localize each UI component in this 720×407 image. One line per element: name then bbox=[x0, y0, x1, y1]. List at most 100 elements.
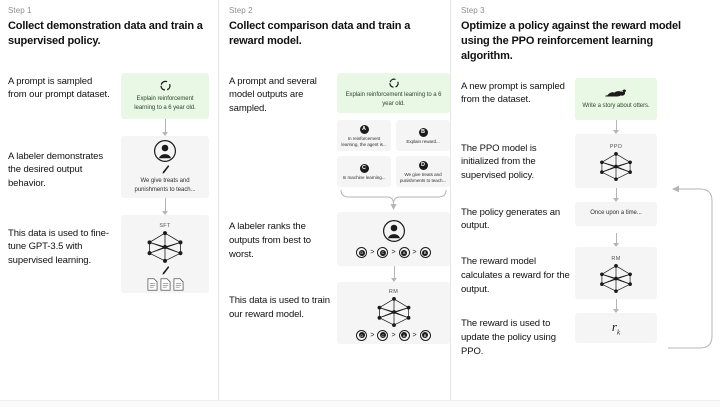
model-outputs-grid: A In reinforcement learning, the agent i… bbox=[337, 119, 450, 187]
step-3-caption-0: A new prompt is sampled from the dataset… bbox=[461, 80, 565, 106]
rank-separator: > bbox=[412, 331, 417, 339]
output-card-c: C In machine learning... bbox=[337, 155, 391, 187]
rank-badge-1: D bbox=[356, 329, 368, 341]
step-2-flow: A prompt and several model outputs are s… bbox=[229, 72, 450, 344]
output-card-d: D We give treats and punishments to teac… bbox=[396, 155, 450, 187]
step-3-caption-1: The PPO model is initialized from the su… bbox=[461, 142, 537, 182]
step-3-caption-4: The reward is used to update the policy … bbox=[461, 318, 556, 357]
step-1-caption-0: A prompt is sampled from our prompt data… bbox=[8, 75, 110, 101]
update-arrow-icon bbox=[664, 174, 716, 364]
rm-ranking-row: D > C > A > B bbox=[356, 329, 431, 341]
step-1-row-prompt: A prompt is sampled from our prompt data… bbox=[8, 72, 218, 119]
bottom-divider bbox=[0, 400, 720, 407]
step-1-label: Step 1 bbox=[8, 6, 32, 15]
neural-network-icon bbox=[373, 296, 415, 328]
labeler-card-text: We give treats and punishments to teach.… bbox=[134, 177, 196, 193]
badge-a: A bbox=[359, 124, 369, 134]
ranking-card: D > C > A > B bbox=[337, 211, 450, 266]
rank-separator: > bbox=[370, 249, 375, 257]
arrow-down bbox=[613, 299, 619, 314]
step-3-label: Step 3 bbox=[461, 6, 485, 15]
step-2-row-prompt: A prompt and several model outputs are s… bbox=[229, 72, 450, 116]
badge-d: D bbox=[418, 160, 428, 170]
recycle-icon bbox=[388, 77, 400, 89]
arrow-down bbox=[613, 233, 619, 248]
arrow-down bbox=[162, 197, 168, 215]
step-1-caption-2: This data is used to fine-tune GPT-3.5 w… bbox=[8, 227, 109, 267]
rank-badge-4: B bbox=[419, 329, 431, 341]
generated-output-card: Once upon a time... bbox=[575, 201, 657, 226]
arrow-down bbox=[391, 265, 397, 282]
output-card-a: A In reinforcement learning, the agent i… bbox=[337, 119, 391, 151]
badge-c: C bbox=[359, 164, 369, 174]
step-2-row-rm: This data is used to train our reward mo… bbox=[229, 281, 450, 344]
step-3-row-prompt: A new prompt is sampled from the dataset… bbox=[461, 77, 720, 120]
rank-separator: > bbox=[412, 249, 417, 257]
step-2-caption-2: This data is used to train our reward mo… bbox=[229, 294, 330, 320]
labeler-card: We give treats and punishments to teach.… bbox=[121, 135, 209, 198]
step-2-label: Step 2 bbox=[229, 6, 253, 15]
step-3-caption-3: The reward model calculates a reward for… bbox=[461, 256, 570, 295]
neural-network-icon bbox=[596, 263, 636, 294]
badge-b: B bbox=[418, 128, 428, 138]
arrow-down bbox=[162, 118, 168, 136]
step-2-caption-1: A labeler ranks the outputs from best to… bbox=[229, 220, 311, 260]
step-1-row-labeler: A labeler demonstrates the desired outpu… bbox=[8, 135, 218, 198]
step-2-row-outputs: A In reinforcement learning, the agent i… bbox=[229, 119, 450, 210]
ppo-tag: PPO bbox=[609, 143, 623, 150]
pencil-icon bbox=[161, 164, 170, 175]
sft-model-card: SFT bbox=[121, 214, 209, 293]
prompt-card: Write a story about otters. bbox=[575, 77, 657, 120]
step-1-flow: A prompt is sampled from our prompt data… bbox=[8, 72, 218, 293]
prompt-card-text: Explain reinforcement learning to a 6 ye… bbox=[345, 91, 442, 107]
step-3-column: Step 3 Optimize a policy against the rew… bbox=[450, 0, 720, 400]
neural-network-icon bbox=[143, 230, 187, 264]
step-2-row-ranking: A labeler ranks the outputs from best to… bbox=[229, 211, 450, 266]
output-text-d: We give treats and punishments to teach.… bbox=[399, 171, 447, 184]
step-2-caption-0: A prompt and several model outputs are s… bbox=[229, 75, 317, 115]
ppo-model-card: PPO bbox=[575, 133, 657, 188]
ranking-row: D > C > A > B bbox=[356, 247, 431, 259]
rank-badge-4: B bbox=[419, 247, 431, 259]
person-icon bbox=[153, 139, 177, 163]
prompt-card: Explain reinforcement learning to a 6 ye… bbox=[121, 72, 209, 119]
rm-model-card: RM bbox=[575, 247, 657, 300]
arrow-down bbox=[613, 119, 619, 134]
step-3-row-reward: The reward is used to update the policy … bbox=[461, 313, 720, 358]
rm-tag: RM bbox=[611, 255, 621, 262]
otter-icon bbox=[603, 86, 629, 99]
output-text-a: In reinforcement learning, the agent is.… bbox=[341, 135, 387, 148]
rank-badge-2: C bbox=[377, 247, 389, 259]
rm-tag: RM bbox=[388, 288, 399, 295]
step-2-column: Step 2 Collect comparison data and train… bbox=[218, 0, 450, 400]
rank-badge-3: A bbox=[398, 329, 410, 341]
step-1-title: Collect demonstration data and train a s… bbox=[8, 20, 203, 47]
step-3-flow: A new prompt is sampled from the dataset… bbox=[461, 77, 720, 359]
rank-badge-3: A bbox=[398, 247, 410, 259]
output-card-b: B Explain reward... bbox=[396, 119, 450, 151]
prompt-card-text: Explain reinforcement learning to a 6 ye… bbox=[134, 95, 196, 111]
prompt-card: Explain reinforcement learning to a 6 ye… bbox=[337, 72, 450, 113]
recycle-icon bbox=[159, 79, 172, 92]
rank-separator: > bbox=[370, 331, 375, 339]
person-icon bbox=[382, 219, 406, 243]
step-1-column: Step 1 Collect demonstration data and tr… bbox=[0, 0, 218, 400]
rank-separator: > bbox=[391, 331, 396, 339]
arrow-down bbox=[613, 187, 619, 202]
rm-model-card: RM bbox=[337, 281, 450, 344]
neural-network-icon bbox=[596, 151, 636, 182]
step-3-row-ppo: The PPO model is initialized from the su… bbox=[461, 133, 720, 188]
reward-card: rk bbox=[575, 313, 657, 344]
step-1-caption-1: A labeler demonstrates the desired outpu… bbox=[8, 150, 103, 190]
step-3-row-rm: The reward model calculates a reward for… bbox=[461, 247, 720, 300]
generated-output-text: Once upon a time... bbox=[590, 210, 642, 217]
step-1-row-sft: This data is used to fine-tune GPT-3.5 w… bbox=[8, 214, 218, 293]
pencil-icon bbox=[161, 265, 170, 276]
rank-badge-2: C bbox=[377, 329, 389, 341]
step-3-title: Optimize a policy against the reward mod… bbox=[461, 20, 681, 62]
reward-symbol: rk bbox=[611, 319, 621, 337]
step-3-row-output: The policy generates an output. Once upo… bbox=[461, 201, 720, 234]
output-text-c: In machine learning... bbox=[342, 175, 386, 181]
